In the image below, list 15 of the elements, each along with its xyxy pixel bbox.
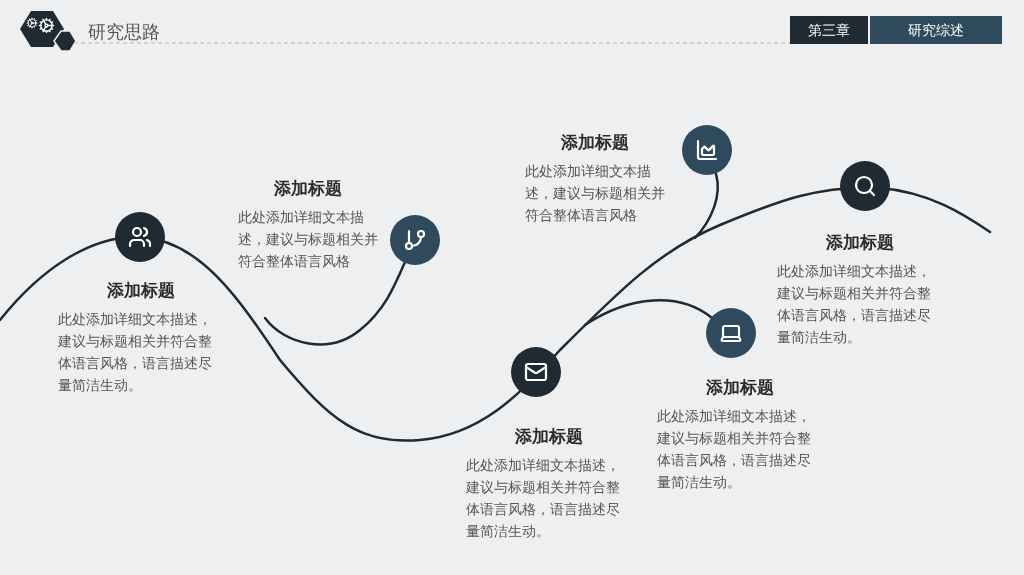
item-description: 此处添加详细文本描述，建议与标题相关并符合整体语言风格 <box>525 161 665 225</box>
item-description: 此处添加详细文本描述，建议与标题相关并符合整体语言风格，语言描述尽量简洁生动。 <box>777 261 932 347</box>
page-title: 研究思路 <box>88 20 160 44</box>
item-heading: 添加标题 <box>825 231 894 254</box>
item-description: 此处添加详细文本描述，建议与标题相关并符合整体语言风格，语言描述尽量简洁生动。 <box>466 455 621 541</box>
item-heading: 添加标题 <box>106 279 175 302</box>
item-heading: 添加标题 <box>705 376 774 399</box>
item-heading: 添加标题 <box>561 131 629 154</box>
item-heading: 添加标题 <box>514 425 583 448</box>
item-description: 此处添加详细文本描述，建议与标题相关并符合整体语言风格，语言描述尽量简洁生动。 <box>657 406 812 492</box>
item-description: 此处添加详细文本描述，建议与标题相关并符合整体语言风格 <box>238 207 378 271</box>
item-description: 此处添加详细文本描述，建议与标题相关并符合整体语言风格，语言描述尽量简洁生动。 <box>58 309 213 395</box>
section-tab: 研究综述 <box>870 16 1002 44</box>
chapter-tab: 第三章 <box>790 16 868 44</box>
item-heading: 添加标题 <box>274 177 342 200</box>
